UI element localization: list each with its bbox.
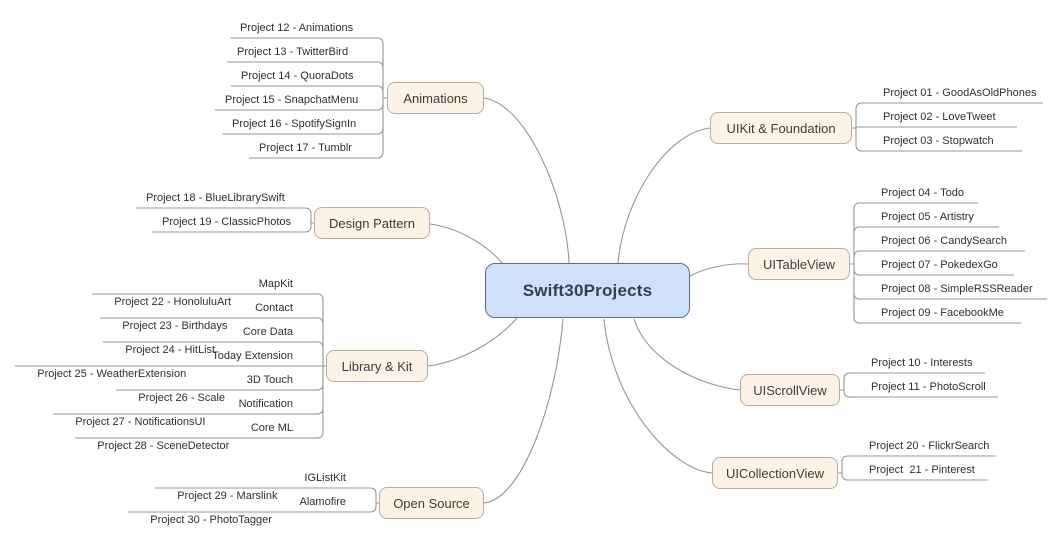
framework-tag: Contact xyxy=(255,302,293,314)
bracket-uicollectionview xyxy=(838,455,996,481)
leaf-project-03[interactable]: Project 03 - Stopwatch xyxy=(883,135,994,147)
bracket-design-pattern xyxy=(136,207,314,233)
leaf-project-28[interactable]: Project 28 - SceneDetector Core ML xyxy=(75,419,323,452)
leaf-project-19[interactable]: Project 19 - ClassicPhotos xyxy=(162,216,291,228)
leaf-project-24[interactable]: Project 24 - HitList Core Data xyxy=(103,323,323,356)
bracket-animations xyxy=(215,37,387,159)
bracket-uikit-foundation xyxy=(852,102,1043,152)
leaf-project-10[interactable]: Project 10 - Interests xyxy=(871,357,973,369)
framework-tag: IGListKit xyxy=(304,472,346,484)
curve-design-pattern xyxy=(429,223,504,265)
leaf-project-30[interactable]: Project 30 - PhotoTagger Alamofire xyxy=(128,493,376,526)
bracket-library-kit xyxy=(15,293,326,439)
center-node[interactable]: Swift30Projects xyxy=(485,263,690,318)
curve-uiscrollview xyxy=(633,318,741,391)
leaf-brackets xyxy=(15,37,1047,513)
branch-node-design-pattern[interactable]: Design Pattern xyxy=(314,207,430,239)
leaf-label: Project 28 - SceneDetector xyxy=(97,440,230,452)
leaf-project-17[interactable]: Project 17 - Tumblr xyxy=(259,142,352,154)
leaf-project-27[interactable]: Project 27 - NotificationsUI Notificatio… xyxy=(53,395,323,428)
leaf-project-20[interactable]: Project 20 - FlickrSearch xyxy=(869,440,990,452)
bracket-uiscrollview xyxy=(840,372,998,398)
leaf-project-12[interactable]: Project 12 - Animations xyxy=(240,22,354,34)
leaf-project-11[interactable]: Project 11 - PhotoScroll xyxy=(871,381,986,393)
leaf-label: Project 23 - Birthdays xyxy=(122,320,228,332)
framework-tag: MapKit xyxy=(258,278,293,290)
leaf-label: Project 30 - PhotoTagger xyxy=(150,514,272,526)
leaf-label: Project 25 - WeatherExtension xyxy=(37,368,187,380)
bracket-uitableview xyxy=(850,202,1047,324)
leaf-project-05[interactable]: Project 05 - Artistry xyxy=(881,211,974,223)
leaf-project-07[interactable]: Project 07 - PokedexGo xyxy=(881,259,998,271)
branch-curves xyxy=(427,97,749,504)
branch-node-open-source[interactable]: Open Source xyxy=(379,487,484,519)
leaf-project-13[interactable]: Project 13 - TwitterBird xyxy=(237,46,349,58)
leaf-project-26[interactable]: Project 26 - Scale 3D Touch xyxy=(116,371,323,404)
framework-tag: Notification xyxy=(238,398,293,410)
leaf-project-04[interactable]: Project 04 - Todo xyxy=(881,187,964,199)
leaf-project-14[interactable]: Project 14 - QuoraDots xyxy=(241,70,354,82)
framework-tag: Alamofire xyxy=(299,496,346,508)
leaf-project-29[interactable]: Project 29 - Marslink IGListKit xyxy=(155,469,376,502)
curve-uitableview xyxy=(689,263,749,277)
curve-open-source xyxy=(483,318,564,504)
leaf-project-22[interactable]: Project 22 - HonoluluArt MapKit xyxy=(92,275,323,308)
leaf-label: Project 24 - HitList xyxy=(125,344,216,356)
bracket-open-source xyxy=(128,487,379,513)
leaf-project-09[interactable]: Project 09 - FacebookMe xyxy=(881,307,1004,319)
leaf-project-16[interactable]: Project 16 - SpotifySignIn xyxy=(232,118,357,130)
leaf-label: Project 29 - Marslink xyxy=(177,490,278,502)
framework-tag: 3D Touch xyxy=(246,374,293,386)
leaf-label: Project 27 - NotificationsUI xyxy=(75,416,206,428)
branch-node-uicollectionview[interactable]: UICollectionView xyxy=(712,457,838,489)
leaf-label: Project 22 - HonoluluArt xyxy=(114,296,232,308)
curve-animations xyxy=(483,97,570,264)
branch-node-uitableview[interactable]: UITableView xyxy=(748,248,850,280)
leaf-project-25[interactable]: Project 25 - WeatherExtension Today Exte… xyxy=(15,347,323,380)
leaf-project-02[interactable]: Project 02 - LoveTweet xyxy=(883,111,996,123)
leaf-project-18[interactable]: Project 18 - BlueLibrarySwift xyxy=(146,192,285,204)
leaf-project-01[interactable]: Project 01 - GoodAsOldPhones xyxy=(883,87,1037,99)
leaf-project-06[interactable]: Project 06 - CandySearch xyxy=(881,235,1007,247)
framework-tag: Today Extension xyxy=(212,350,293,362)
branch-node-animations[interactable]: Animations xyxy=(387,82,484,114)
framework-tag: Core Data xyxy=(242,326,293,338)
curve-uicollectionview xyxy=(603,318,713,474)
leaf-project-21[interactable]: Project 21 - Pinterest xyxy=(869,464,975,476)
framework-tag: Core ML xyxy=(250,422,293,434)
leaf-project-08[interactable]: Project 08 - SimpleRSSReader xyxy=(881,283,1033,295)
leaf-project-15[interactable]: Project 15 - SnapchatMenu xyxy=(225,94,359,106)
branch-node-uikit-foundation[interactable]: UIKit & Foundation xyxy=(710,112,852,144)
branch-node-library-kit[interactable]: Library & Kit xyxy=(326,350,428,382)
curve-library-kit xyxy=(427,317,518,367)
leaf-project-23[interactable]: Project 23 - Birthdays Contact xyxy=(100,299,323,332)
leaf-label: Project 26 - Scale xyxy=(138,392,226,404)
branch-node-uiscrollview[interactable]: UIScrollView xyxy=(740,374,840,406)
curve-uikit-foundation xyxy=(617,127,711,264)
